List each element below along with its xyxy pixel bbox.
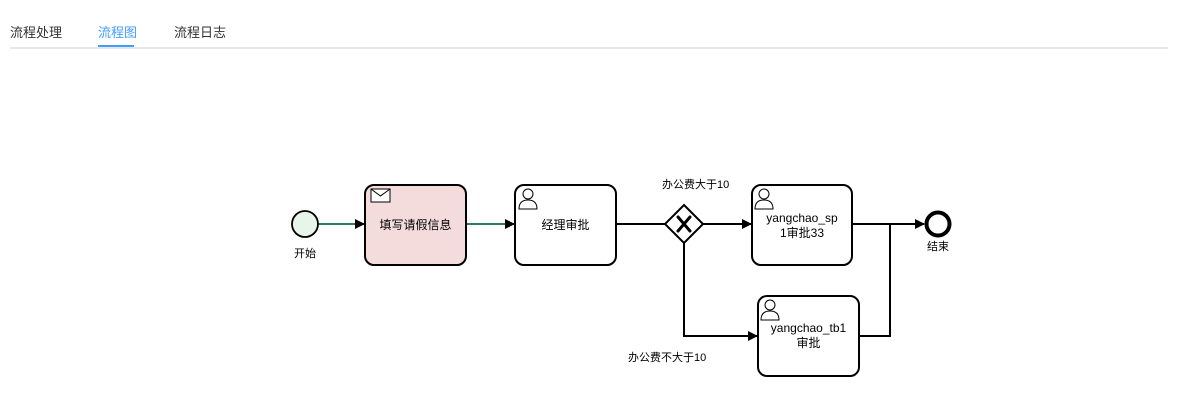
tab-flow-log[interactable]: 流程日志 (174, 25, 227, 40)
task-manager-approval[interactable]: 经理审批 (514, 184, 617, 266)
flow-le10-label: 办公费不大于10 (628, 350, 706, 364)
active-tab-indicator (98, 45, 134, 47)
task-yangchao-sp[interactable]: yangchao_sp 1审批33 (751, 184, 853, 266)
task-yangchao-sp-label-line1: yangchao_sp (766, 211, 838, 225)
task-manager-approval-label: 经理审批 (541, 217, 589, 232)
task-yangchao-tb1-label-line1: yangchao_tb1 (771, 321, 847, 335)
exclusive-gateway[interactable] (663, 203, 705, 245)
user-icon (760, 299, 780, 321)
tab-bar: 流程处理 流程图 流程日志 (10, 0, 1168, 49)
envelope-icon (370, 188, 391, 203)
tab-flow-chart[interactable]: 流程图 (98, 25, 138, 40)
user-icon (518, 188, 538, 210)
tab-process-handling[interactable]: 流程处理 (10, 25, 63, 40)
start-event-label: 开始 (294, 246, 316, 260)
task-yangchao-sp-label-line2: 1审批33 (780, 225, 824, 240)
start-event[interactable] (291, 210, 319, 238)
end-event-label: 结束 (927, 240, 949, 253)
task-yangchao-tb1-label-line2: 审批 (796, 335, 820, 350)
flow-gt10-label: 办公费大于10 (662, 177, 729, 191)
flow-tb-to-end (860, 224, 891, 337)
task-yangchao-tb1[interactable]: yangchao_tb1 审批 (757, 295, 860, 377)
user-icon (754, 188, 774, 210)
end-event[interactable] (924, 210, 952, 238)
task-fill-leave-info-label: 填写请假信息 (379, 217, 451, 232)
task-fill-leave-info[interactable]: 填写请假信息 (364, 184, 467, 266)
flow-gateway-to-tb (683, 242, 758, 341)
x-icon (676, 215, 692, 233)
